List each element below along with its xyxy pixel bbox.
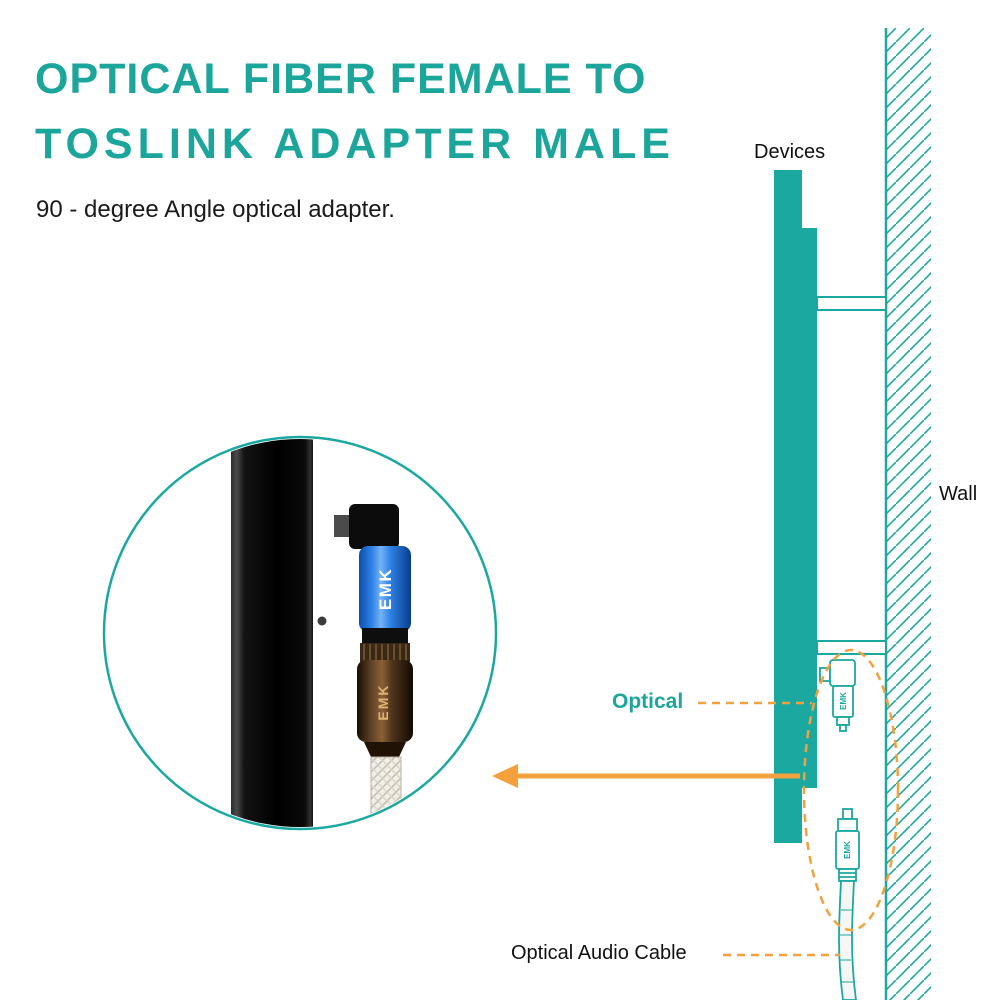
adapter-body-blue (359, 546, 411, 632)
toslink-elbow (349, 504, 399, 549)
panel-hole (317, 616, 327, 626)
connector-taper (364, 742, 406, 757)
title-line-2: TOSLINK ADAPTER MALE (35, 120, 675, 168)
cable-connector-zoom: EMK (357, 643, 413, 827)
subtitle: 90 - degree Angle optical adapter. (36, 196, 395, 223)
wall-mount-bottom (816, 640, 887, 655)
wall-label: Wall (939, 483, 978, 505)
toslink-adapter-zoom: EMK (334, 504, 411, 643)
magnifier: EMK EMK (102, 435, 498, 831)
emk-logo-mini-adapter: EMK (839, 692, 848, 710)
highlight-ellipse (802, 648, 900, 932)
tv-back-panel (231, 439, 313, 827)
zoom-arrow (492, 764, 800, 788)
optical-label: Optical (612, 690, 684, 713)
emk-logo-adapter: EMK (376, 568, 395, 610)
wall-hatching (886, 28, 931, 1000)
cable-run (838, 880, 857, 1000)
optical-adapter-mini: EMK (819, 659, 856, 732)
braided-cable (370, 756, 402, 827)
device-panel-back (802, 228, 817, 788)
emk-logo-mini-cable: EMK (843, 841, 852, 859)
emk-logo-connector: EMK (375, 683, 391, 720)
optical-cable-mini: EMK (835, 808, 860, 1000)
wall-mount-top (816, 296, 887, 311)
connector-body-bronze (357, 660, 413, 742)
magnifier-ring (102, 435, 498, 831)
page-title: OPTICAL FIBER FEMALE TO TOSLINK ADAPTER … (35, 47, 675, 177)
device-panel (774, 170, 802, 843)
devices-label: Devices (754, 141, 826, 163)
connector-grip (360, 643, 410, 662)
title-line-1: OPTICAL FIBER FEMALE TO (35, 55, 647, 103)
adapter-collar (362, 628, 408, 643)
toslink-plug-tip (334, 515, 351, 537)
optical-audio-cable-label: Optical Audio Cable (511, 942, 687, 964)
